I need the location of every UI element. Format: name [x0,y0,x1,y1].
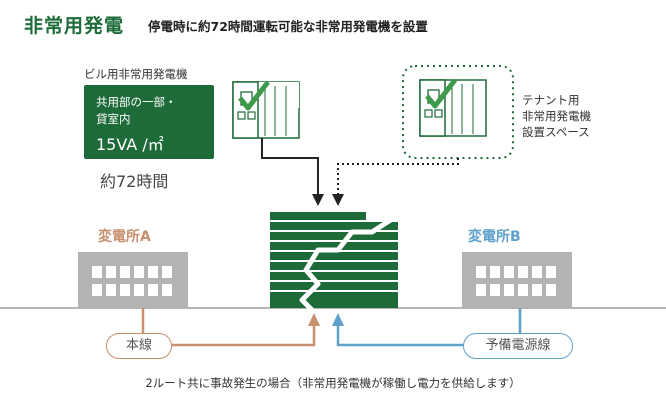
tenant-generator-label: テナント用 非常用発電機 設置スペース [522,92,591,140]
backup-line-label: 予備電源線 [463,333,573,359]
diagram-subtitle: 停電時に約72時間運転可能な非常用発電機を設置 [148,19,428,34]
tenant-label-line3: 設置スペース [522,125,590,139]
coverage-box: 共用部の一部・ 貸室内 15VA /㎡ [84,85,214,159]
tenant-label-line2: 非常用発電機 [522,109,591,123]
coverage-line2: 貸室内 [96,112,131,126]
diagram-caption: 2ルート共に事故発生の場合（非常用発電機が稼働し電力を供給します） [145,376,521,390]
substation-b-label: 変電所B [468,229,521,245]
office-building [270,211,402,314]
tenant-generator-feed [332,158,459,206]
tenant-generator-icon [402,65,514,159]
main-power-line [141,308,320,347]
diagram-title: 非常用発電 [24,15,125,37]
backup-power-line [332,308,522,347]
tenant-label-line1: テナント用 [522,93,580,107]
operation-duration: 約72時間 [100,172,169,191]
building-generator-icon [232,80,300,139]
building-generator-label: ビル用非常用発電機 [84,67,188,81]
main-line-label: 本線 [106,333,172,359]
building-generator-feed [261,138,324,206]
coverage-capacity: 15VA /㎡ [96,135,164,154]
substation-b-building [462,252,572,308]
substation-a-building [78,252,188,308]
substation-a-label: 変電所A [98,229,151,245]
coverage-line1: 共用部の一部・ [96,95,177,109]
